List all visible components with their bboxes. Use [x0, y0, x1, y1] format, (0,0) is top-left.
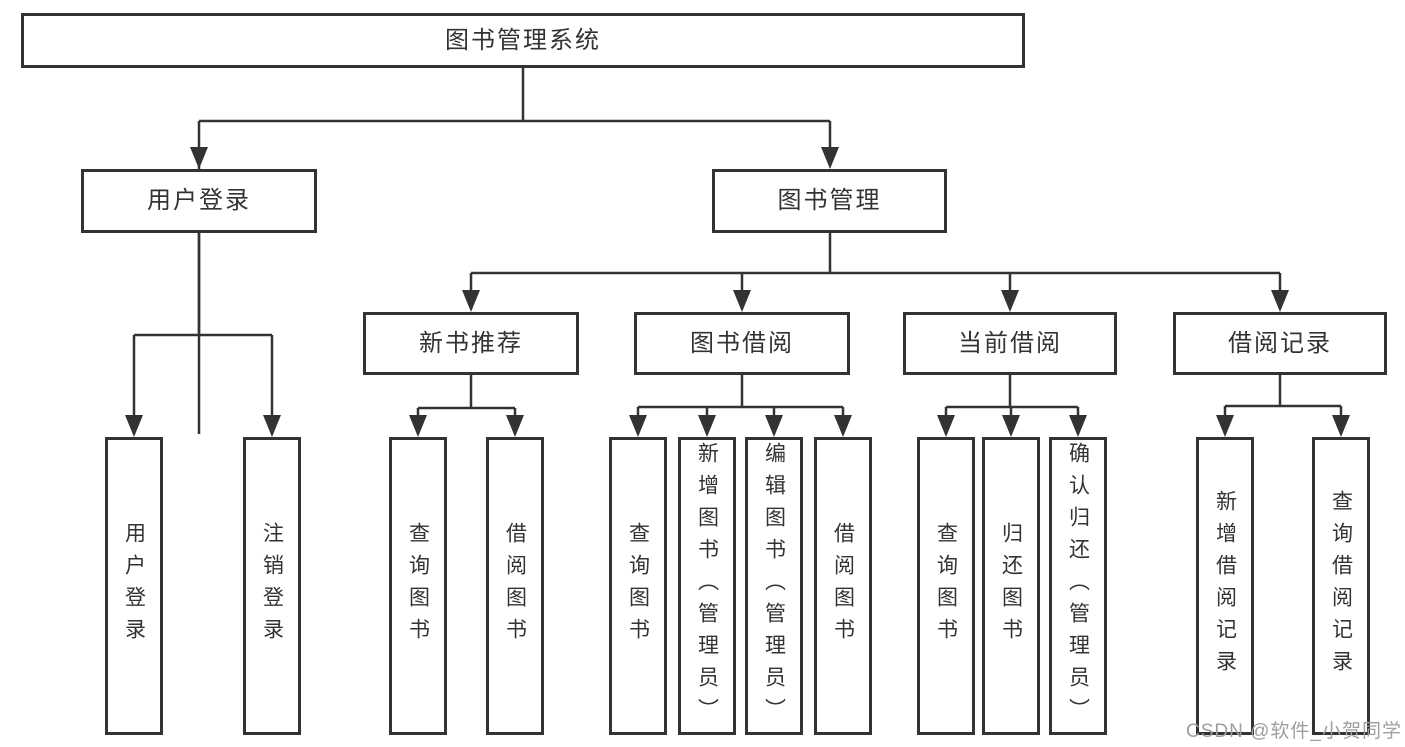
leaf-current-return-books-label: 归还图书 [999, 522, 1023, 650]
node-user-login-label: 用户登录 [147, 187, 251, 214]
node-book-management-label: 图书管理 [777, 187, 882, 214]
leaf-records-add-record-label: 新增借阅记录 [1213, 490, 1237, 682]
node-current-borrowing: 当前借阅 [903, 312, 1117, 375]
leaf-current-confirm-return-admin: 确认归还（管理员） [1049, 437, 1107, 735]
node-new-book-recommend-label: 新书推荐 [419, 329, 523, 357]
node-borrowing-records: 借阅记录 [1173, 312, 1387, 375]
leaf-borrow-borrow-books-label: 借阅图书 [831, 522, 855, 650]
leaf-user-login: 用户登录 [105, 437, 163, 735]
leaf-recommend-query-books-label: 查询图书 [406, 522, 430, 650]
leaf-logout-login-label: 注销登录 [260, 522, 284, 650]
leaf-borrow-query-books-label: 查询图书 [626, 522, 650, 650]
leaf-recommend-query-books: 查询图书 [389, 437, 447, 735]
leaf-borrow-query-books: 查询图书 [609, 437, 667, 735]
leaf-borrow-edit-books-admin: 编辑图书（管理员） [745, 437, 803, 735]
leaf-recommend-borrow-books: 借阅图书 [486, 437, 544, 735]
leaf-current-return-books: 归还图书 [982, 437, 1040, 735]
leaf-recommend-borrow-books-label: 借阅图书 [503, 522, 527, 650]
leaf-user-login-label: 用户登录 [122, 522, 146, 650]
leaf-records-add-record: 新增借阅记录 [1196, 437, 1254, 735]
node-borrowing-records-label: 借阅记录 [1228, 329, 1332, 357]
node-book-borrowing-label: 图书借阅 [690, 329, 794, 357]
node-book-borrowing: 图书借阅 [634, 312, 850, 375]
leaf-records-query-record-label: 查询借阅记录 [1329, 490, 1353, 682]
node-root: 图书管理系统 [21, 13, 1025, 68]
node-new-book-recommend: 新书推荐 [363, 312, 579, 375]
leaf-current-query-books-label: 查询图书 [934, 522, 958, 650]
leaf-borrow-edit-books-admin-label: 编辑图书（管理员） [762, 442, 786, 730]
leaf-borrow-add-books-admin: 新增图书（管理员） [678, 437, 736, 735]
node-current-borrowing-label: 当前借阅 [958, 329, 1062, 357]
leaf-borrow-add-books-admin-label: 新增图书（管理员） [695, 442, 719, 730]
leaf-logout-login: 注销登录 [243, 437, 301, 735]
leaf-current-query-books: 查询图书 [917, 437, 975, 735]
leaf-records-query-record: 查询借阅记录 [1312, 437, 1370, 735]
leaf-current-confirm-return-admin-label: 确认归还（管理员） [1066, 442, 1090, 730]
node-book-management: 图书管理 [712, 169, 947, 233]
leaf-borrow-borrow-books: 借阅图书 [814, 437, 872, 735]
csdn-watermark: CSDN @软件_小贺同学 [1186, 721, 1402, 742]
node-user-login: 用户登录 [81, 169, 317, 233]
node-root-label: 图书管理系统 [445, 26, 601, 54]
